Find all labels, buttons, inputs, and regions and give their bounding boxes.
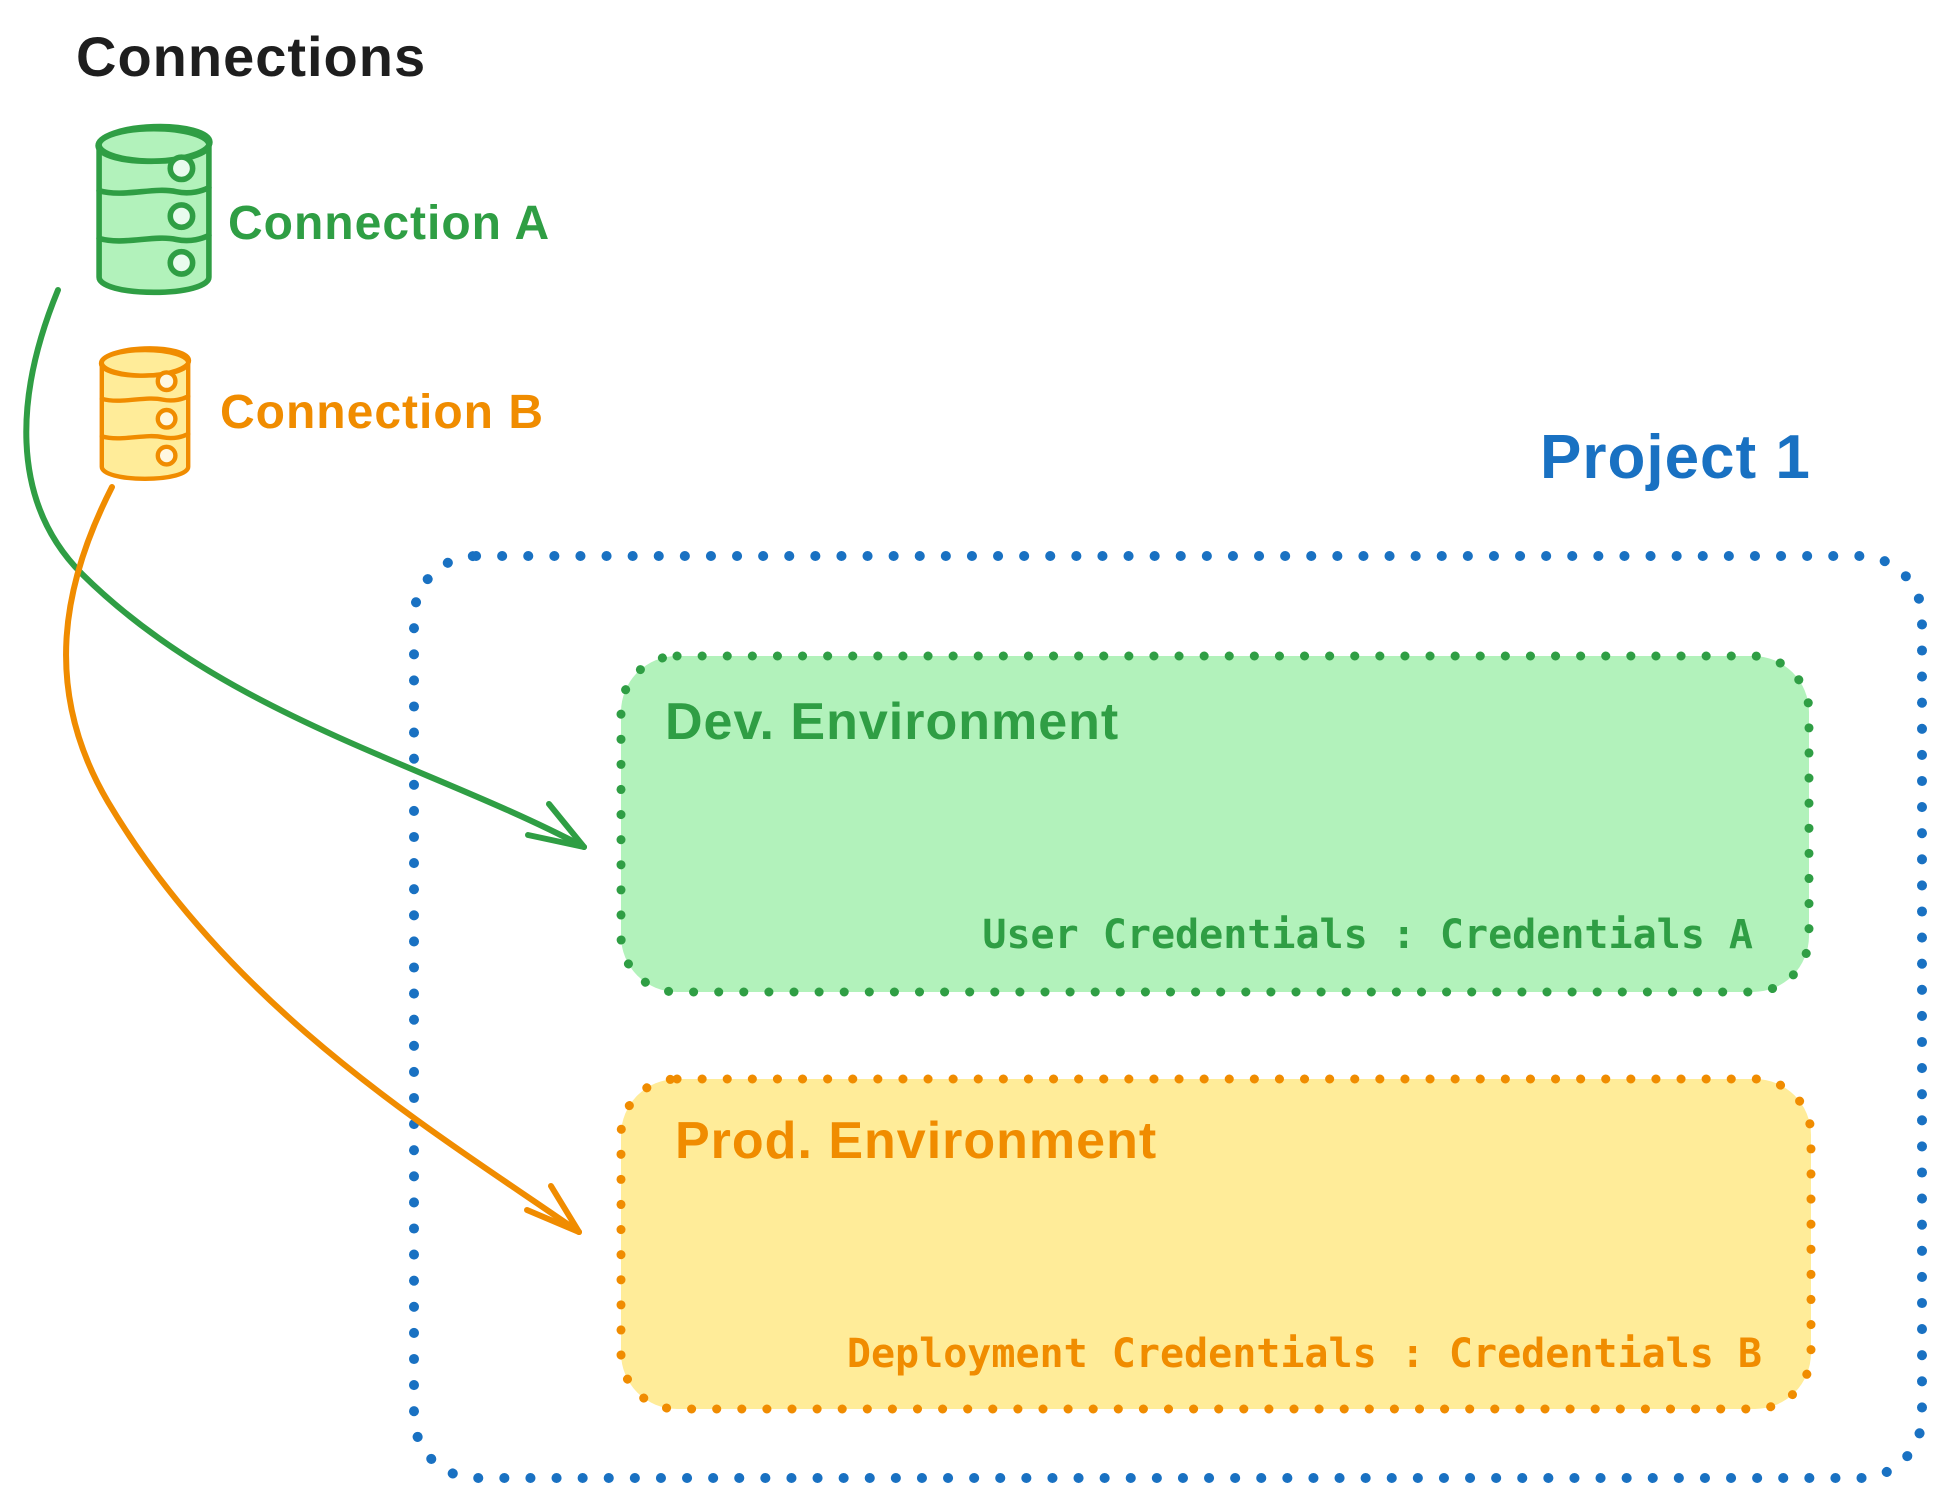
diagram-title: Connections: [76, 25, 427, 88]
database-icon-connection-b: [98, 346, 192, 482]
dev-environment-border: [616, 651, 1814, 997]
database-icon-connection-a: [95, 123, 213, 296]
dev-environment-credentials: User Credentials : Credentials A: [982, 912, 1753, 958]
connection-b-label: Connection B: [220, 386, 544, 439]
prod-environment-box: Prod. Environment Deployment Credentials…: [615, 1073, 1817, 1415]
prod-environment-credentials: Deployment Credentials : Credentials B: [846, 1331, 1762, 1377]
prod-environment-border: [616, 1074, 1816, 1414]
prod-environment-title: Prod. Environment: [675, 1112, 1158, 1170]
dev-environment-box: Dev. Environment User Credentials : Cred…: [615, 650, 1815, 998]
project-title: Project 1: [1540, 423, 1811, 492]
dev-environment-title: Dev. Environment: [665, 693, 1120, 751]
connection-a-label: Connection A: [228, 197, 551, 250]
